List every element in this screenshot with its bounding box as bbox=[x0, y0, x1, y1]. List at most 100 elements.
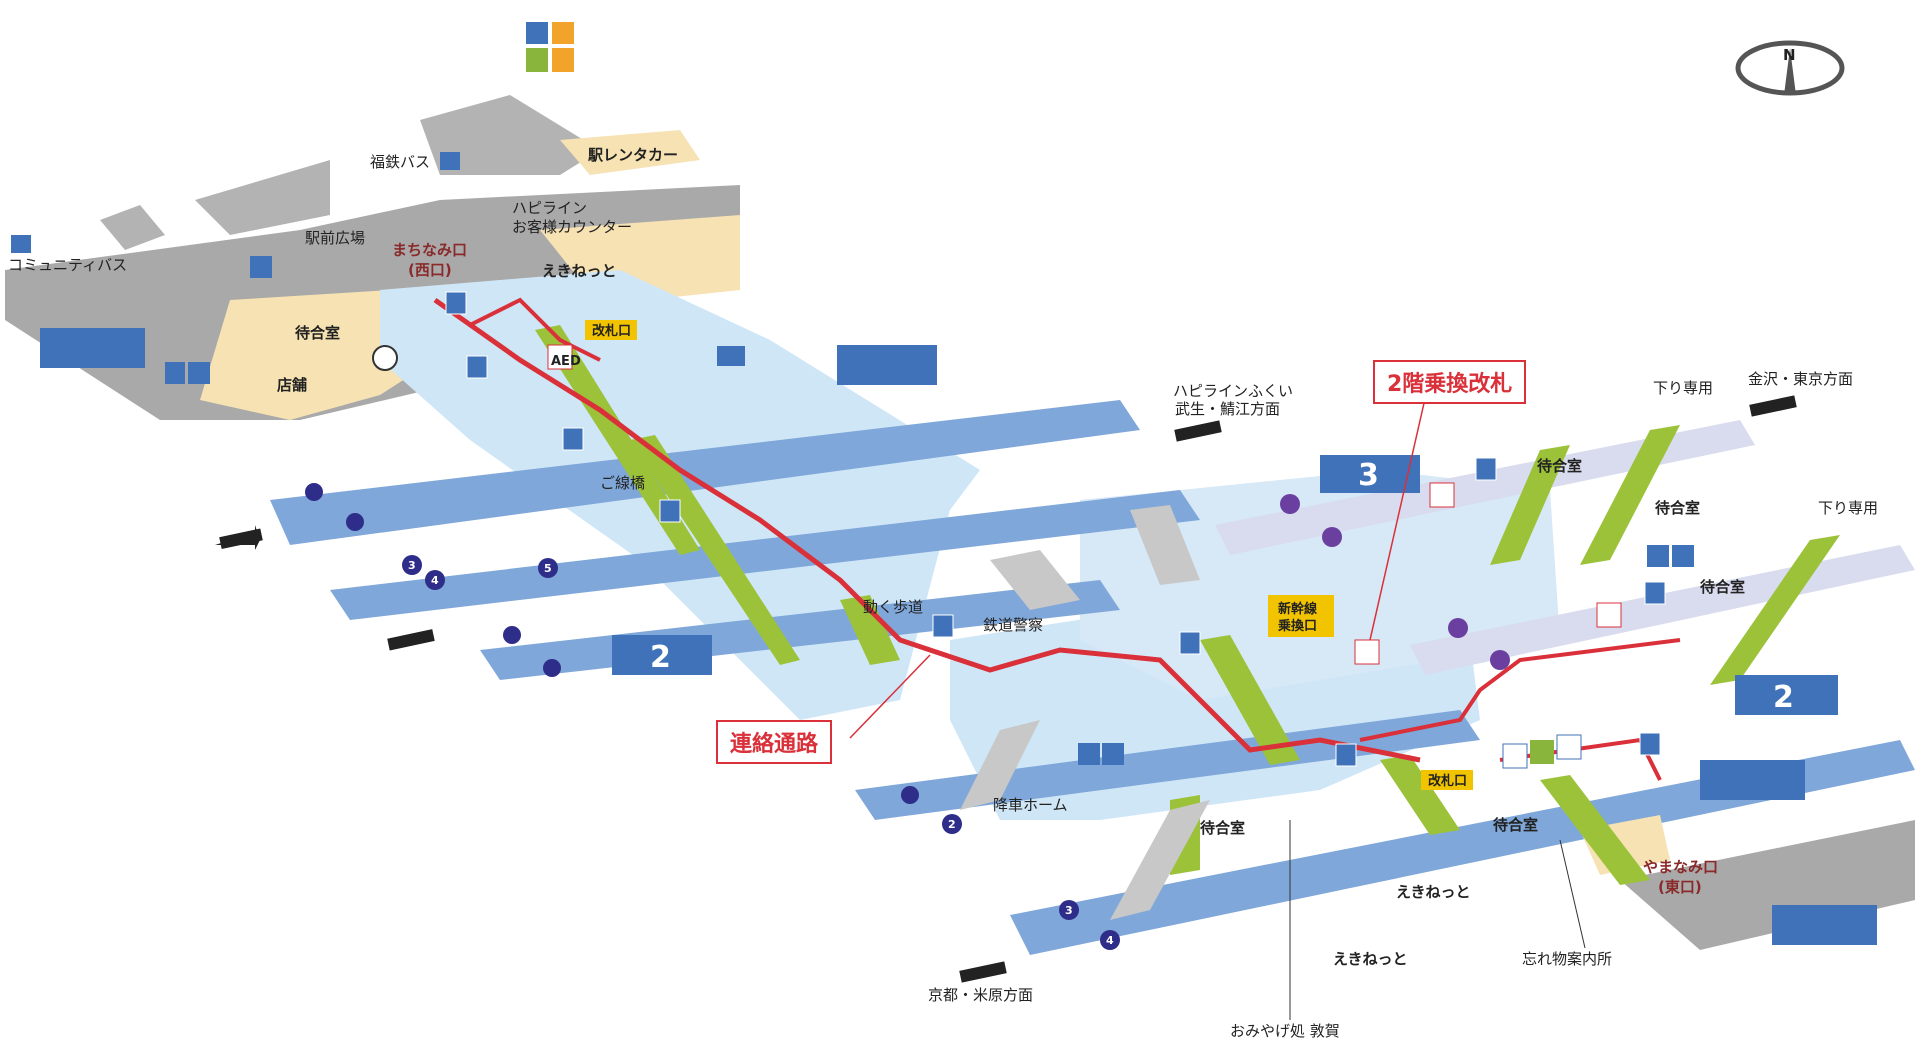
shinkansen-gate-badge bbox=[1268, 595, 1334, 637]
label-omiyage: おみやげ処 敦賀 bbox=[1230, 1022, 1340, 1040]
escalator bbox=[840, 595, 900, 665]
ticket-icon bbox=[1530, 740, 1554, 764]
callout-leader bbox=[1559, 839, 1586, 949]
shinkansen-gate-label: 新幹線 bbox=[1278, 601, 1318, 617]
ticket-gate-label: 改札口 bbox=[592, 323, 631, 339]
callout-leader bbox=[1369, 389, 1428, 641]
track-marker bbox=[1322, 527, 1342, 547]
label-railway-police: 鉄道警察 bbox=[983, 616, 1043, 634]
compass-needle bbox=[1784, 48, 1796, 95]
wifi-icon bbox=[1502, 743, 1528, 769]
escalator bbox=[1710, 535, 1840, 685]
track-marker bbox=[538, 558, 558, 578]
direction-arrow-right bbox=[1749, 395, 1797, 417]
ticket-gate-badge bbox=[1421, 770, 1473, 790]
label-hapiline-dir: ハピラインふくい bbox=[1173, 382, 1293, 400]
track-marker bbox=[543, 659, 561, 677]
aed-icon bbox=[1596, 602, 1622, 628]
direction-arrow-left bbox=[959, 961, 1007, 983]
stairs bbox=[1130, 505, 1200, 585]
label-arrival-platform: 降車ホーム bbox=[993, 796, 1068, 814]
shinkansen-gate-label: 乗換口 bbox=[1277, 618, 1317, 634]
direction-arrow-right bbox=[1174, 420, 1222, 442]
track-marker bbox=[1100, 930, 1120, 950]
label-waiting-room: 待合室 bbox=[1537, 457, 1582, 475]
direction-arrow-left bbox=[387, 629, 435, 651]
track-number: 2 bbox=[948, 818, 956, 831]
ground-top-building bbox=[420, 95, 600, 175]
compass-north: N bbox=[1783, 46, 1796, 64]
label-hapiline: ハピライン bbox=[512, 199, 587, 217]
track-marker bbox=[1448, 618, 1468, 638]
ticket-machine-icon bbox=[526, 22, 548, 44]
floor-badge-label: 2 bbox=[1773, 680, 1794, 715]
track-marker bbox=[1059, 900, 1079, 920]
elevator-icon bbox=[466, 355, 488, 379]
floor-badge bbox=[1700, 760, 1805, 800]
floor-badge-label: 2 bbox=[650, 640, 671, 675]
label-kyoto-dir: 京都・米原方面 bbox=[928, 986, 1033, 1004]
track-marker bbox=[402, 555, 422, 575]
stairs bbox=[990, 550, 1080, 610]
escalator bbox=[1580, 425, 1680, 565]
elevator-icon bbox=[562, 427, 584, 451]
track-marker bbox=[503, 626, 521, 644]
wifi-icon bbox=[1556, 734, 1582, 760]
track-number: 3 bbox=[1065, 904, 1073, 917]
track-number: 3 bbox=[408, 559, 416, 572]
restroom-icon bbox=[188, 362, 210, 384]
label-waiting-room-center: 待合室 bbox=[1200, 819, 1245, 837]
aed-icon bbox=[1429, 482, 1455, 508]
label-down-only: 下り専用 bbox=[1818, 499, 1878, 517]
label-hapiline-dir-sub: 武生・鯖江方面 bbox=[1175, 400, 1280, 418]
route-shinkansen bbox=[1359, 638, 1681, 742]
floor-badge bbox=[1735, 675, 1838, 715]
stairs bbox=[960, 720, 1040, 810]
label-kanazawa-dir: 金沢・東京方面 bbox=[1748, 370, 1853, 388]
label-shops: 店舗 bbox=[277, 376, 307, 394]
accessible-icon bbox=[1102, 743, 1124, 765]
label-moving-walkway: 動く歩道 bbox=[863, 598, 923, 616]
label-ekinet: えきねっと bbox=[1333, 950, 1408, 968]
east-ground bbox=[1620, 820, 1915, 950]
track-marker bbox=[1490, 650, 1510, 670]
route-west bbox=[469, 297, 601, 362]
elevator-icon bbox=[1475, 457, 1497, 481]
label-waiting-room: 待合室 bbox=[1700, 578, 1745, 596]
label-ekinet: えきねっと bbox=[542, 262, 617, 280]
elevator-icon bbox=[445, 291, 467, 315]
label-down-only: 下り専用 bbox=[1653, 379, 1713, 397]
aed-icon bbox=[1354, 639, 1380, 665]
accessible-icon bbox=[1672, 545, 1694, 567]
rental-car-area bbox=[560, 130, 700, 175]
label-hapiline-counter: お客様カウンター bbox=[512, 218, 632, 236]
ticket-gate-badge bbox=[585, 320, 637, 340]
platform-5 bbox=[1010, 740, 1915, 955]
escalator bbox=[1540, 775, 1650, 885]
elevator-icon bbox=[1335, 743, 1357, 767]
platform-2 bbox=[330, 490, 1200, 620]
info-icon bbox=[372, 345, 398, 371]
ground-west-lobe bbox=[195, 160, 330, 235]
floor-badge bbox=[40, 328, 145, 368]
taxi-icon bbox=[250, 256, 272, 278]
accessible-icon bbox=[165, 362, 185, 384]
elevator-icon bbox=[1639, 732, 1661, 756]
label-rental-car: 駅レンタカー bbox=[587, 146, 678, 164]
label-east-exit: やまなみ口 bbox=[1643, 858, 1718, 876]
track-number: 5 bbox=[544, 562, 552, 575]
callout-leader bbox=[849, 654, 931, 739]
label-community-bus: コミュニティバス bbox=[8, 256, 127, 274]
platform-4 bbox=[855, 710, 1480, 820]
track-marker bbox=[1280, 494, 1300, 514]
elevator-icon bbox=[1179, 631, 1201, 655]
floor-badge bbox=[612, 635, 712, 675]
ticket-icon bbox=[526, 48, 548, 72]
track-number: 4 bbox=[431, 574, 439, 587]
aed-icon bbox=[547, 344, 573, 370]
label-lost-found: 忘れ物案内所 bbox=[1522, 950, 1612, 968]
aed-label: AED bbox=[551, 354, 581, 369]
track-number: 4 bbox=[1106, 934, 1114, 947]
floor-badge-label: 3 bbox=[1358, 458, 1379, 493]
